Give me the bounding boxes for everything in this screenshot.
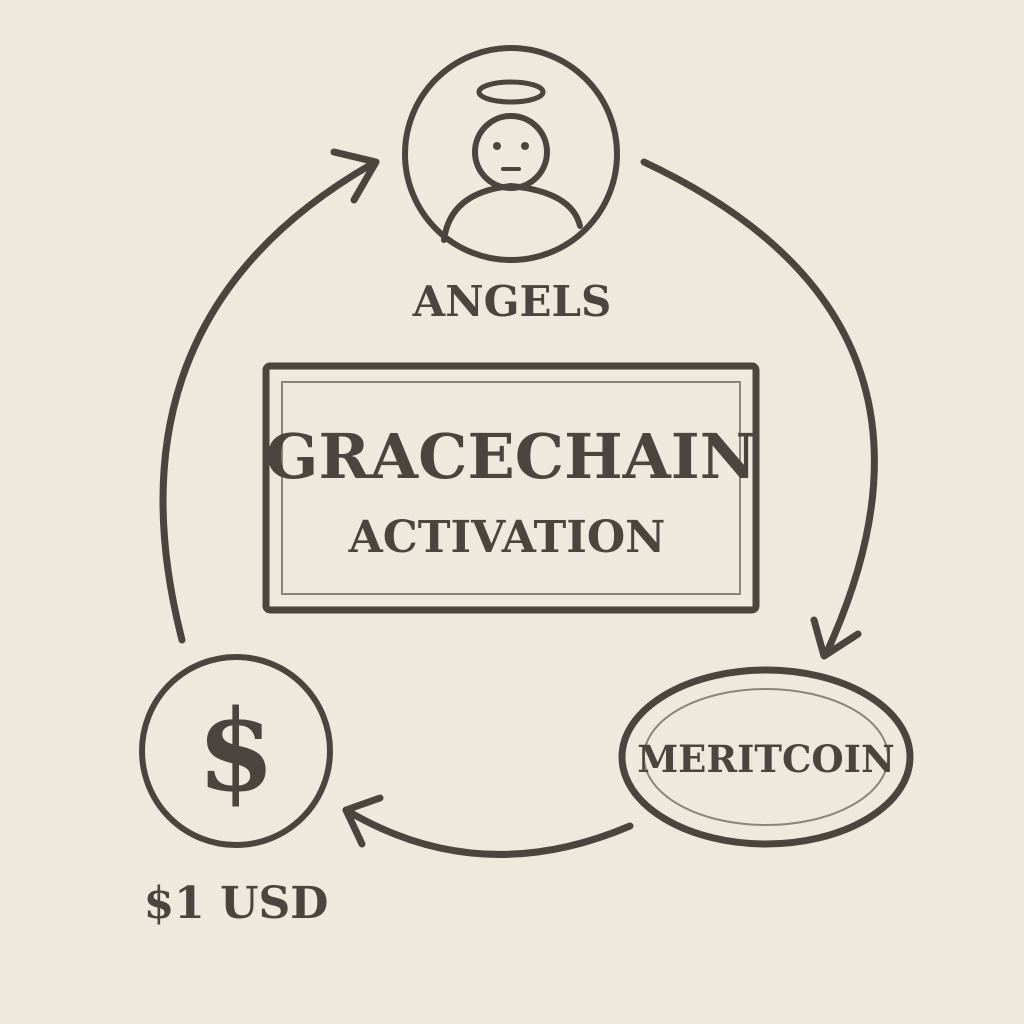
arrow-meritcoin-to-usd-line (342, 806, 634, 858)
dollar-icon: $ (197, 686, 275, 817)
angel-icon (441, 79, 583, 243)
arrow-angels-to-meritcoin-line (640, 158, 878, 658)
usd-label: $1 USD (144, 878, 329, 929)
arrow-angels-to-meritcoin-head (810, 616, 862, 660)
arrow-usd-to-angels (159, 148, 380, 644)
usd-circle (139, 654, 333, 848)
center-box: GRACECHAIN ACTIVATION (262, 362, 760, 614)
meritcoin-ellipse-outer (618, 666, 914, 848)
arrow-angels-to-meritcoin (640, 158, 878, 660)
meritcoin-node: MERITCOIN (618, 666, 914, 848)
center-box-outer (262, 362, 760, 614)
angel-body (441, 182, 583, 243)
center-title: GRACECHAIN (266, 420, 757, 493)
angel-eye-left (493, 142, 501, 150)
meritcoin-label: MERITCOIN (637, 737, 895, 781)
angels-label: ANGELS (412, 277, 612, 326)
angels-node: ANGELS (402, 45, 620, 326)
arrow-meritcoin-to-usd (342, 794, 634, 858)
angel-head (472, 113, 550, 191)
halo-icon (476, 79, 546, 105)
arrow-usd-to-angels-head (330, 148, 380, 204)
arrow-usd-to-angels-line (159, 160, 376, 644)
center-box-inner (281, 381, 741, 595)
meritcoin-ellipse-inner (643, 688, 889, 826)
arrow-meritcoin-to-usd-head (342, 794, 384, 848)
usd-node: $ $1 USD (139, 654, 333, 929)
center-subtitle: ACTIVATION (348, 512, 666, 563)
angels-circle (402, 45, 620, 263)
angel-eye-right (521, 142, 529, 150)
